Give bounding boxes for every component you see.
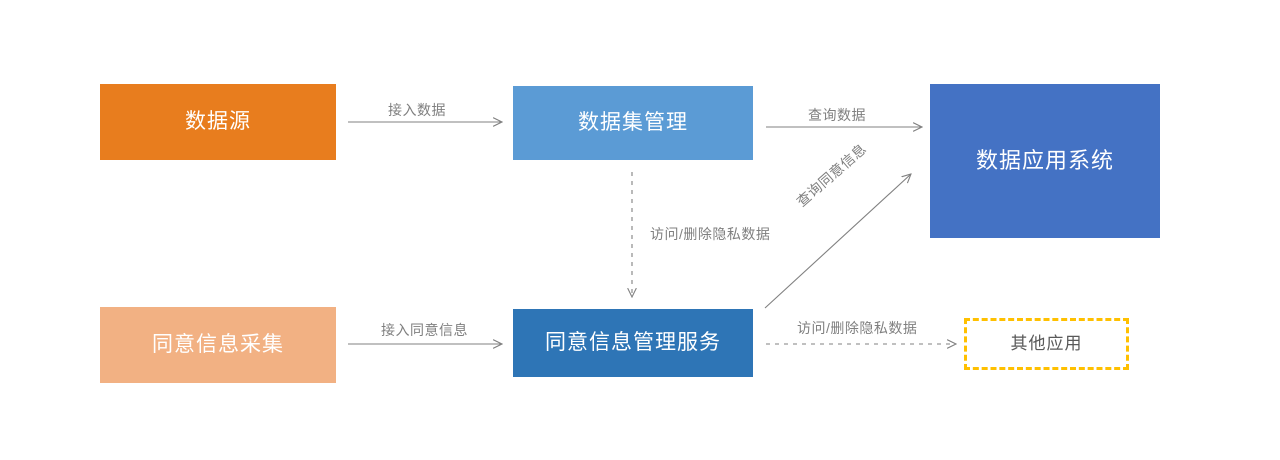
node-data-source[interactable]: 数据源 bbox=[100, 84, 336, 160]
node-consent-management-service[interactable]: 同意信息管理服务 bbox=[513, 309, 753, 377]
edge-label-access-delete-private-data-vertical: 访问/删除隐私数据 bbox=[650, 226, 771, 242]
node-data-source-label: 数据源 bbox=[185, 109, 251, 133]
edge-label-ingest-consent-info: 接入同意信息 bbox=[381, 322, 468, 338]
node-consent-collection-label: 同意信息采集 bbox=[152, 332, 284, 356]
node-other-application-label: 其他应用 bbox=[1010, 334, 1083, 354]
edge-label-query-data: 查询数据 bbox=[808, 107, 866, 123]
node-dataset-management-label: 数据集管理 bbox=[578, 110, 688, 134]
edge-label-access-delete-private-data-horizontal: 访问/删除隐私数据 bbox=[797, 320, 918, 336]
node-other-application[interactable]: 其他应用 bbox=[964, 318, 1129, 370]
node-data-application-system-label: 数据应用系统 bbox=[975, 148, 1114, 174]
node-consent-management-service-label: 同意信息管理服务 bbox=[545, 330, 721, 354]
edge-query-consent-info bbox=[764, 174, 911, 309]
edge-label-ingest-data: 接入数据 bbox=[388, 102, 446, 118]
node-dataset-management[interactable]: 数据集管理 bbox=[513, 86, 753, 160]
node-consent-collection[interactable]: 同意信息采集 bbox=[100, 307, 336, 383]
node-data-application-system[interactable]: 数据应用系统 bbox=[930, 84, 1160, 238]
